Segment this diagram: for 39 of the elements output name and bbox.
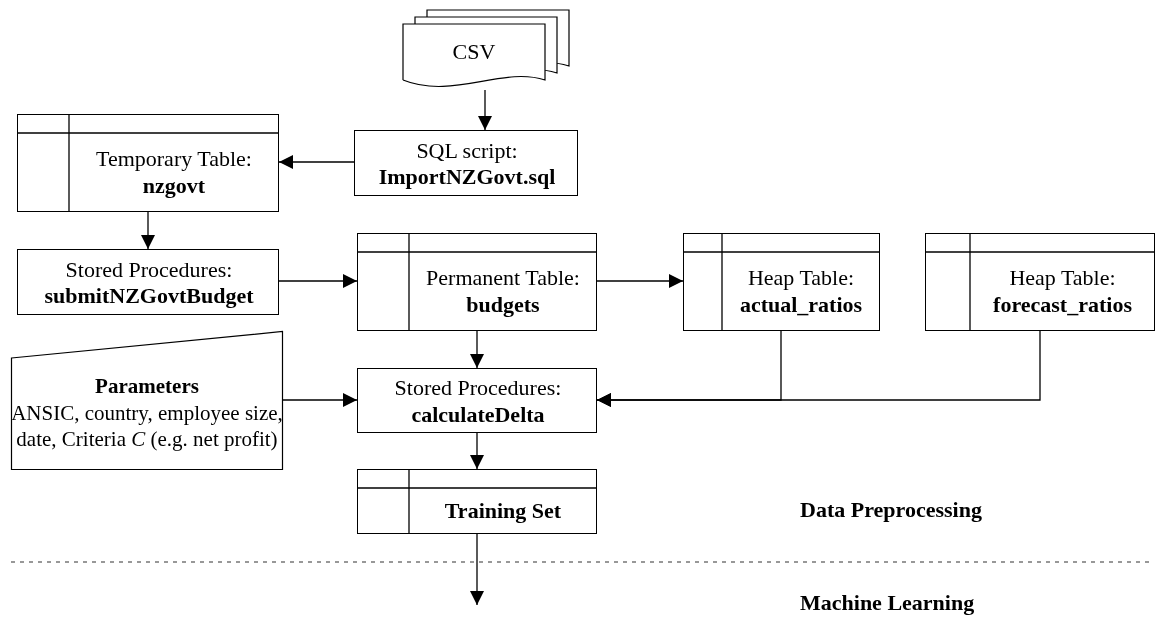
table-box [357, 469, 597, 534]
arrow [596, 330, 1041, 407]
table-type-label: Training Set [444, 497, 562, 525]
parameters-heading: Parameters [95, 372, 199, 400]
table-box [357, 233, 597, 331]
process-box [354, 130, 578, 196]
process-box [357, 368, 597, 433]
node-title: SQL script: [416, 137, 518, 164]
arrow [478, 89, 492, 131]
section-heading: Data Preprocessing [800, 497, 982, 523]
table-name: forecast_ratios [993, 291, 1132, 318]
node-title: Stored Procedures: [65, 256, 233, 283]
table-name: nzgovt [142, 172, 206, 199]
table-type-label: Temporary Table: [96, 146, 252, 173]
table-name: actual_ratios [739, 291, 863, 318]
arrow [470, 432, 484, 470]
node-name: calculateDelta [411, 401, 545, 428]
table-type-label: Permanent Table: [426, 265, 580, 292]
arrow [470, 533, 484, 606]
file-type-label: CSV [452, 38, 496, 66]
arrow [141, 211, 155, 250]
section-heading: Machine Learning [800, 590, 975, 616]
manual-input-shape [11, 331, 283, 470]
table-box [925, 233, 1155, 331]
node-title: Stored Procedures: [394, 375, 562, 402]
table-box [17, 114, 279, 212]
arrow [278, 155, 355, 169]
process-box [17, 249, 279, 315]
arrow [278, 274, 358, 288]
table-type-label: Heap Table: [1009, 265, 1116, 292]
node-name: ImportNZGovt.sql [378, 164, 556, 191]
arrow [596, 274, 684, 288]
table-type-label: Heap Table: [747, 265, 855, 292]
node-name: submitNZGovtBudget [44, 283, 254, 310]
parameters-list: ANSIC, country, employee size, date, Criteria C (e.g. net profit) [11, 399, 283, 454]
table-box [683, 233, 880, 331]
table-name: budgets [466, 291, 540, 318]
arrow [282, 393, 358, 407]
arrow [470, 330, 484, 369]
